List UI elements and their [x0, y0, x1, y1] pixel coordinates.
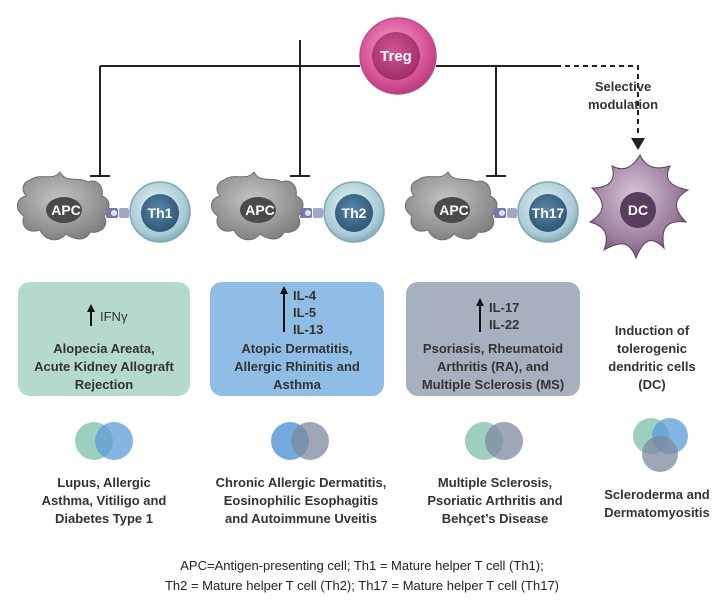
dc-text-line: Induction of — [614, 323, 690, 338]
cytokine: IL-5 — [293, 305, 317, 320]
apc-nucleus — [434, 197, 470, 223]
overlap-1-text: Lupus, Allergic Asthma, Vitiligo and Dia… — [14, 474, 194, 528]
disease-line: Alopecia Areata, — [53, 341, 155, 356]
apc-label: APC — [51, 202, 81, 218]
th2-box — [210, 282, 384, 396]
pair-1: APC Th1 — [17, 171, 191, 243]
selective-line2: modulation — [587, 97, 659, 112]
overlap-line: Eosinophilic Esophagitis — [223, 493, 379, 508]
th-label: Th2 — [342, 205, 367, 221]
overlap-line: Diabetes Type 1 — [54, 511, 154, 526]
apc-label: APC — [245, 202, 275, 218]
disease-line: Asthma — [273, 377, 321, 392]
overlap-2-text: Chronic Allergic Dermatitis, Eosinophili… — [196, 474, 406, 528]
mhc-tcr-connector — [494, 208, 517, 218]
venn-3 — [465, 422, 523, 460]
th17-box — [406, 282, 580, 396]
overlap-line: Multiple Sclerosis, — [437, 475, 553, 490]
disease-line: Acute Kidney Allograft — [34, 359, 174, 374]
disease-line: Arthritis (RA), and — [437, 359, 549, 374]
cytokine-list: IFNγ — [100, 308, 127, 325]
dc-text-line: dendritic cells — [608, 359, 696, 374]
dc-label: DC — [628, 202, 648, 218]
overlap-4-text: Scleroderma and Dermatomyositis — [594, 486, 720, 522]
th-nucleus — [529, 194, 567, 232]
th1-box — [18, 282, 190, 396]
th-nucleus — [141, 194, 179, 232]
overlap-line: Dermatomyositis — [604, 505, 710, 520]
increase-arrow-icon — [86, 304, 96, 331]
overlap-line: Behçet’s Disease — [441, 511, 549, 526]
dc-text-line: (DC) — [638, 377, 666, 392]
th-label: Th1 — [148, 205, 173, 221]
cytokine: IFNγ — [100, 309, 128, 324]
dc-text-line: tolerogenic — [616, 341, 688, 356]
overlap-line: and Autoimmune Uveitis — [225, 511, 377, 526]
treg-cell: Treg — [359, 17, 437, 95]
disease-line: Multiple Sclerosis (MS) — [421, 377, 565, 392]
overlap-line: Scleroderma and — [604, 487, 710, 502]
selective-line1: Selective — [594, 79, 652, 94]
venn-1 — [75, 422, 133, 460]
mhc-tcr-connector — [300, 208, 323, 218]
treg-label: Treg — [380, 48, 412, 65]
selective-modulation-arrow — [556, 65, 639, 136]
apc-nucleus — [46, 197, 82, 223]
overlap-line: Psoriatic Arthritis and — [427, 493, 563, 508]
th-nucleus — [335, 194, 373, 232]
venn-4 — [633, 418, 688, 472]
legend-line-1: APC=Antigen-presenting cell; Th1 = Matur… — [180, 558, 544, 573]
increase-arrow-icon — [279, 286, 289, 337]
overlap-line: Chronic Allergic Dermatitis, — [215, 475, 387, 490]
overlap-line: Lupus, Allergic — [57, 475, 151, 490]
cytokine: IL-22 — [489, 317, 520, 332]
pair-2: APC Th2 — [211, 171, 385, 243]
dc-cell: DC — [588, 153, 690, 260]
legend-line-2: Th2 = Mature helper T cell (Th2); Th17 =… — [164, 578, 560, 593]
venn-2 — [271, 422, 329, 460]
disease-line: Allergic Rhinitis and — [234, 359, 360, 374]
pair-3: APC Th17 — [405, 171, 579, 243]
disease-line: Rejection — [74, 377, 134, 392]
mhc-tcr-connector — [106, 208, 129, 218]
overlap-line: Asthma, Vitiligo and — [41, 493, 167, 508]
selective-modulation-label: Selective modulation — [568, 78, 678, 114]
increase-arrow-icon — [475, 298, 485, 337]
apc-nucleus — [240, 197, 276, 223]
selective-arrowhead — [631, 138, 645, 150]
disease-line: Atopic Dermatitis, — [241, 341, 353, 356]
apc-t-cell-pairs: APC Th1 APC Th2 APC Th17 — [17, 171, 579, 243]
apc-label: APC — [439, 202, 469, 218]
cytokine: IL-13 — [293, 322, 324, 337]
dc-induction-text: Induction of tolerogenic dendritic cells… — [590, 322, 714, 394]
th-label: Th17 — [532, 205, 565, 221]
overlap-3-text: Multiple Sclerosis, Psoriatic Arthritis … — [400, 474, 590, 528]
cytokine: IL-4 — [293, 288, 317, 303]
disease-line: Psoriasis, Rheumatoid — [422, 341, 564, 356]
cytokine: IL-17 — [489, 300, 520, 315]
treg-inhibition-lines — [90, 40, 556, 177]
